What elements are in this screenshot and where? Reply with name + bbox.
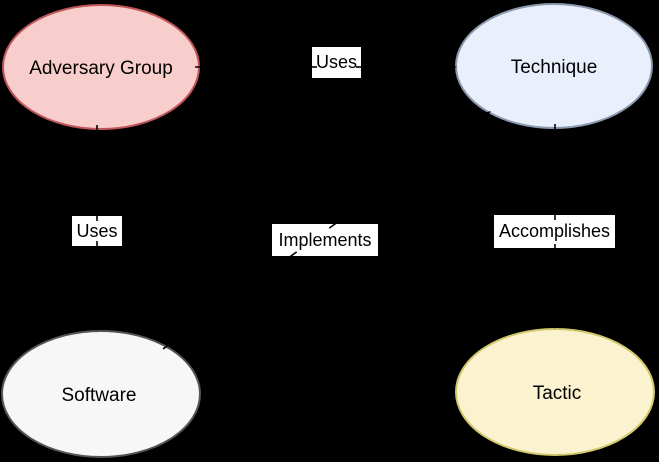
edge-label-bg-uses-top	[312, 47, 361, 78]
edge-arrowhead-uses-top	[445, 62, 457, 72]
edge-label-implements: Implements	[278, 230, 371, 250]
edge-label-uses-top: Uses	[316, 52, 357, 72]
edge-label-uses-left: Uses	[76, 221, 117, 241]
node-ellipse-software	[1, 330, 201, 458]
node-ellipse-technique	[455, 3, 653, 129]
node-label-technique: Technique	[511, 57, 598, 78]
edge-stub	[328, 219, 342, 229]
edge-arrowhead-accomplishes	[550, 317, 560, 329]
edge-label-accomplishes: Accomplishes	[499, 221, 610, 241]
node-label-software: Software	[62, 385, 137, 406]
edge-stub	[284, 251, 298, 261]
edge-arrowhead-implements	[478, 111, 491, 122]
node-label-tactic: Tactic	[533, 383, 582, 404]
node-label-adversary-group: Adversary Group	[29, 58, 173, 79]
edge-label-bg-implements	[272, 224, 378, 256]
edge-label-bg-accomplishes	[494, 215, 615, 248]
edge-arrowhead-uses-left	[92, 319, 102, 331]
